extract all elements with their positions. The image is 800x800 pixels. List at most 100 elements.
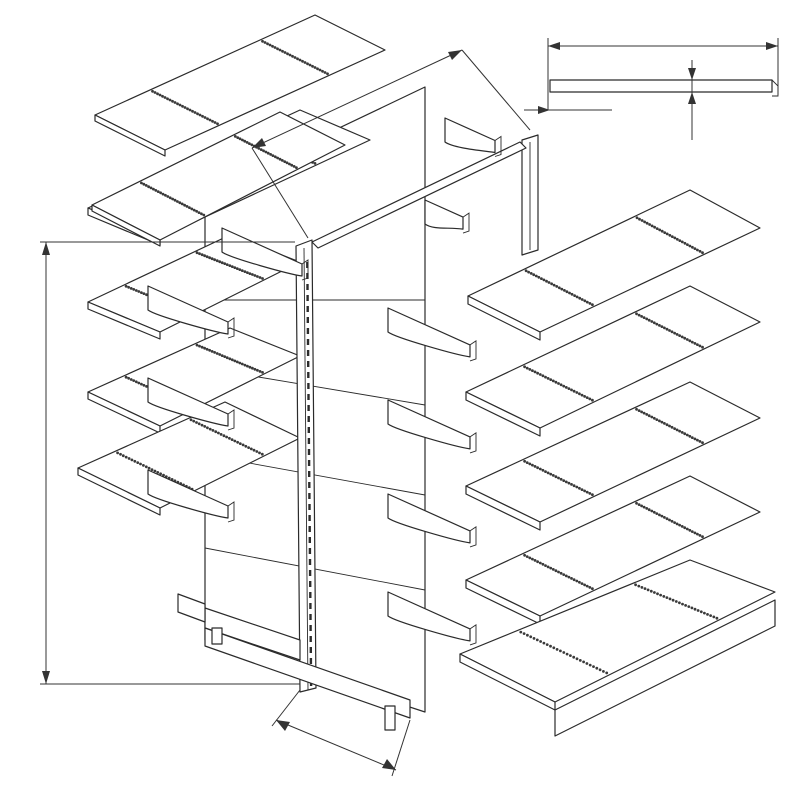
perforation-hole [655,512,659,515]
price-ticket-rail [554,599,776,737]
perforation-hole [640,410,643,414]
shelf-bracket [147,469,235,523]
perforation-hole [541,468,545,472]
perforation-hole [555,285,559,288]
perforation-hole [273,155,277,159]
perforation-hole [210,257,214,261]
perforation-hole [690,530,694,533]
perforation-hole [546,471,550,475]
top-rail [311,141,527,249]
perforation-hole [693,247,697,251]
perforation-hole [214,430,218,434]
perforation-hole [643,587,647,590]
perforation-hole [673,427,676,430]
perforation-hole [567,575,571,579]
perforation-hole [321,69,324,73]
perforation-hole [246,364,249,368]
perforation-hole [258,370,262,373]
perforation-hole [709,614,712,617]
perforation-hole [563,289,566,292]
exploded-top-shelves [91,14,386,247]
perforation-hole [635,216,639,220]
perforation-hole [690,340,694,344]
perforation-hole [585,584,589,588]
perforation-hole [546,565,550,569]
perforation-hole [181,104,184,108]
perforation-hole [233,359,237,363]
perforation-hole [645,507,649,510]
perforation-hole [544,564,547,567]
perforation-hole [208,256,212,260]
perforation-hole [585,662,589,665]
perforation-hole [292,165,296,168]
perforation-hole [683,432,687,436]
perforation-hole [195,209,199,213]
perforation-hole [575,485,579,489]
perforation-hole [278,48,282,52]
shelf-bracket [424,199,470,234]
upright-slot [306,295,309,301]
perforation-hole [281,49,284,53]
perforation-hole [154,189,158,192]
perforation-hole [643,220,646,224]
perforation-hole [565,652,569,656]
perforation-hole [685,338,689,341]
upright-slot [308,537,311,543]
perforation-hole [591,587,594,591]
perforation-hole [251,366,254,370]
perforation-hole [670,235,674,239]
perforation-hole [635,312,638,316]
perforation-hole [684,604,687,607]
perforation-hole [533,465,537,468]
perforation-hole [293,56,297,59]
perforation-hole [699,610,703,614]
perforation-hole [273,46,277,49]
perforation-hole [670,330,674,334]
perforation-hole [257,147,261,150]
upright-slot [306,306,309,312]
perforation-hole [225,263,229,266]
perforation-hole [251,273,254,276]
perforation-hole [557,570,560,574]
perforation-hole [258,276,262,279]
upright-slot [309,592,312,598]
perforation-hole [233,135,237,138]
perforation-hole [261,371,264,374]
perforation-hole [191,109,194,113]
perforation-hole [218,353,222,356]
perforation-hole [550,282,553,286]
perforation-hole [538,467,542,471]
perforation-hole [635,501,638,505]
perforation-hole [134,380,138,384]
perforation-hole [536,371,539,375]
perforation-hole [127,376,130,380]
upright-slot [309,658,313,664]
upright-slot [307,438,311,444]
perforation-hole [235,360,239,364]
back-panel [204,86,426,713]
perforation-hole [647,318,651,322]
perforation-hole [200,423,204,427]
perforation-hole [256,275,259,278]
perforation-hole [285,161,289,165]
perforation-hole [552,646,556,650]
perforation-hole [660,514,664,518]
exploded-shelf [94,14,386,157]
perforation-hole [655,227,659,231]
perforation-hole [140,382,143,386]
upright-slot [306,273,309,279]
perforation-hole [264,150,268,154]
perforation-hole [220,354,224,357]
perforation-hole [595,666,599,670]
perforation-hole [690,436,694,439]
perforation-hole [567,481,571,485]
perforation-hole [557,382,560,385]
depth-dimension [271,689,411,777]
perforation-hole [580,488,584,491]
perforation-hole [153,91,157,94]
perforation-hole [127,285,130,289]
perforation-hole [688,528,692,532]
perforation-hole [640,586,644,589]
perforation-hole [538,373,542,376]
perforation-hole [266,42,269,46]
